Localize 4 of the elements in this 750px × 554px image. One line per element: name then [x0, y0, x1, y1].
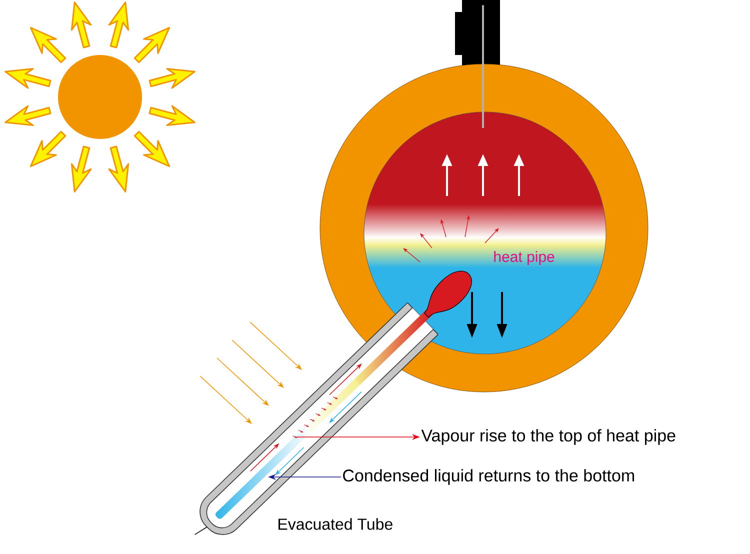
callout-text: Vapour rise to the top of heat pipe [421, 429, 676, 445]
part-label: Evacuated Tube [278, 518, 392, 530]
callout-text: Condensed liquid returns to the bottom [343, 469, 634, 485]
part-label: heat pipe [494, 251, 554, 265]
